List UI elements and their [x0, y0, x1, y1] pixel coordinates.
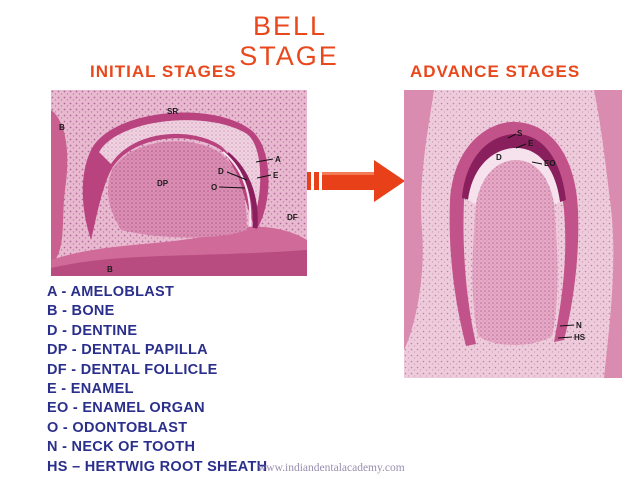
legend-item: D - DENTINE — [47, 322, 138, 339]
label-s: S — [517, 129, 523, 138]
right-heading: ADVANCE STAGES — [410, 62, 581, 81]
slide-title: BELL STAGE — [230, 11, 350, 71]
initial-stage-histology-image: SR B DP D A E O DF B — [51, 90, 307, 276]
legend-item: A - AMELOBLAST — [47, 284, 175, 300]
title-line-2: STAGE — [239, 41, 339, 71]
legend-item: DP - DENTAL PAPILLA — [47, 342, 208, 359]
left-heading: INITIAL STAGES — [90, 62, 237, 81]
legend-item: O - ODONTOBLAST — [47, 419, 188, 436]
legend-item: E - ENAMEL — [47, 381, 134, 398]
label-sr: SR — [167, 107, 178, 116]
label-eo: EO — [544, 159, 556, 168]
legend-item: EO - ENAMEL ORGAN — [47, 400, 205, 417]
label-e: E — [273, 171, 279, 180]
legend-item: HS – HERTWIG ROOT SHEATH — [47, 458, 268, 475]
label-d: D — [218, 167, 224, 176]
legend-item: N - NECK OF TOOTH — [47, 439, 196, 456]
advanced-stage-histology-image: S E D EO N HS — [404, 90, 622, 378]
label-n: N — [576, 321, 582, 330]
label-a: A — [275, 155, 281, 164]
progression-arrow-icon — [307, 160, 405, 202]
label-dp: DP — [157, 179, 169, 188]
legend-item: B - BONE — [47, 303, 115, 320]
label-o: O — [211, 183, 217, 192]
label-e: E — [528, 139, 534, 148]
label-df: DF — [287, 213, 298, 222]
label-d: D — [496, 153, 502, 162]
label-hs: HS — [574, 333, 586, 342]
label-b-bottom: B — [107, 265, 113, 274]
legend-item: DF - DENTAL FOLLICLE — [47, 361, 218, 378]
watermark-text: www.indiandentalacademy.com — [258, 462, 405, 474]
title-line-1: BELL — [252, 11, 328, 41]
abbreviation-legend: A - AMELOBLAST B - BONE D - DENTINE DP -… — [47, 283, 267, 477]
label-b-top: B — [59, 123, 65, 132]
